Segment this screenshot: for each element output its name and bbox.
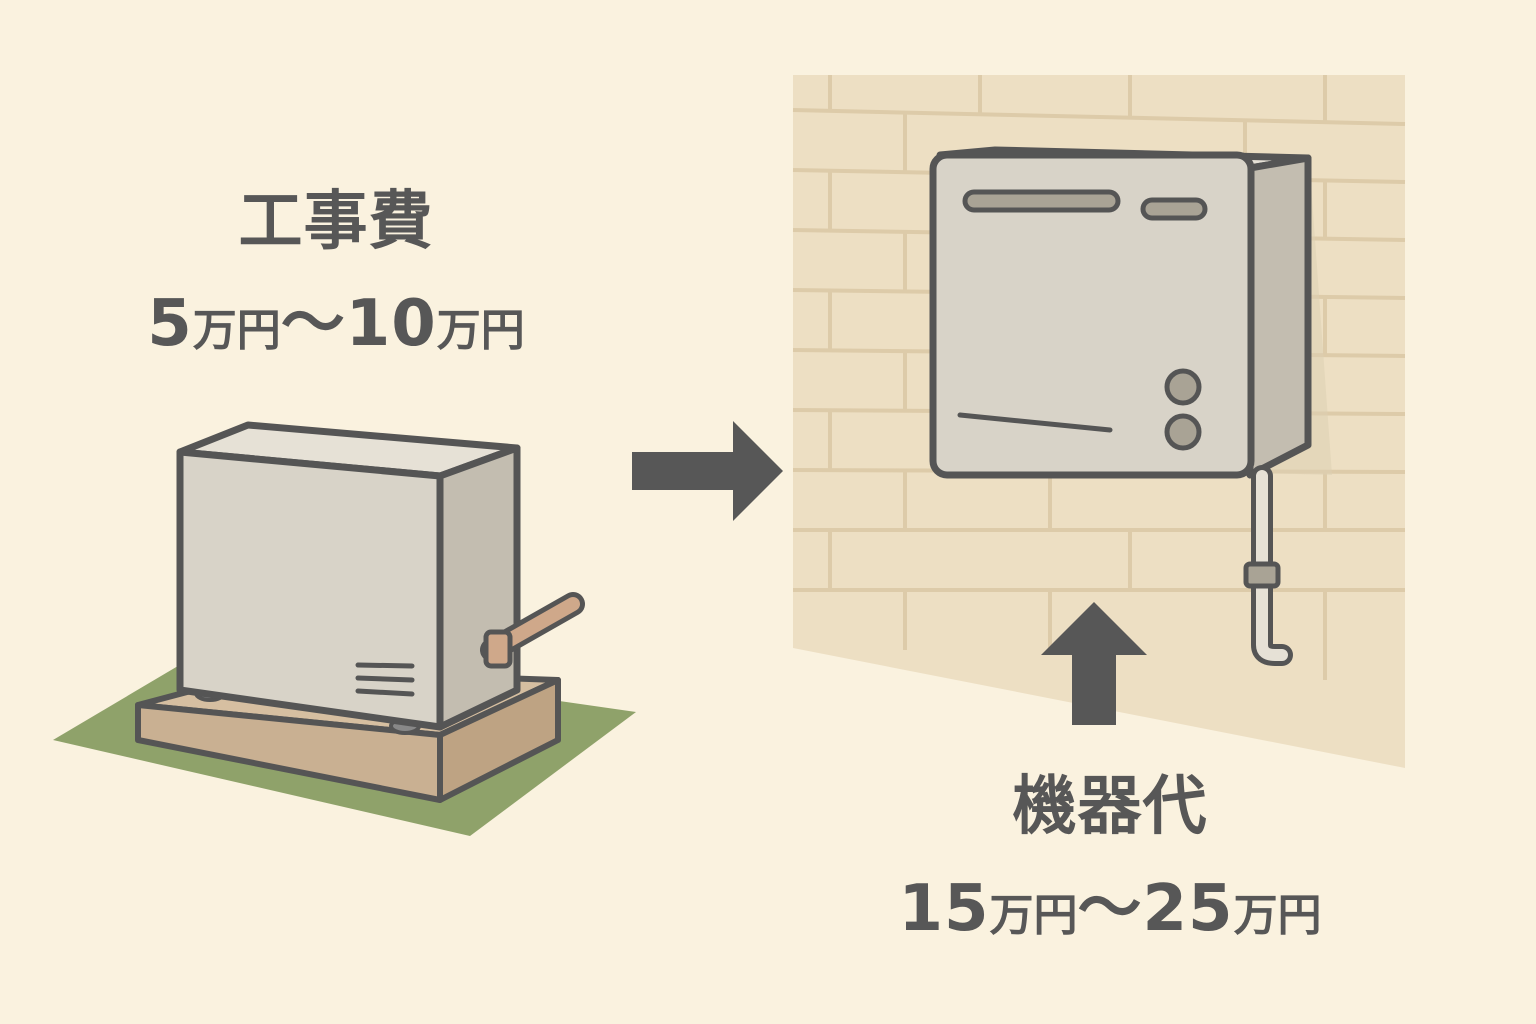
construction-cost-range: 5万円〜10万円: [0, 272, 672, 364]
construction-range-tilde: 〜: [280, 287, 346, 361]
equipment-range-min: 15: [898, 872, 990, 946]
construction-unit-max: 万円: [436, 305, 525, 356]
wall-mounted-water-heater-icon: [929, 146, 1332, 666]
equipment-unit-min: 万円: [989, 890, 1078, 941]
ground-mounted-water-heater-icon: [176, 421, 585, 735]
construction-cost-title: 工事費: [238, 185, 434, 259]
right-arrow-icon: [632, 421, 783, 521]
equipment-cost-range: 15万円〜25万円: [820, 857, 1400, 949]
up-arrow-icon: [1041, 602, 1147, 725]
equipment-cost-title: 機器代: [1012, 770, 1208, 844]
equipment-unit-max: 万円: [1233, 890, 1322, 941]
equipment-range-max: 25: [1142, 872, 1234, 946]
construction-range-min: 5: [147, 287, 193, 361]
construction-unit-min: 万円: [192, 305, 281, 356]
construction-cost-label: 工事費: [0, 170, 672, 262]
equipment-range-tilde: 〜: [1077, 872, 1143, 946]
equipment-cost-label: 機器代: [820, 755, 1400, 847]
construction-range-max: 10: [345, 287, 437, 361]
